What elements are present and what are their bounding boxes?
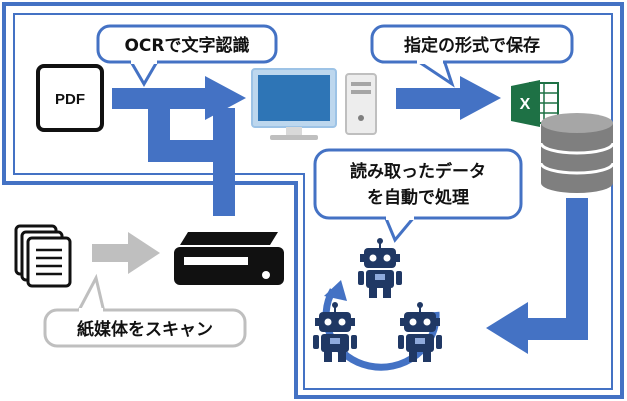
database-icon — [539, 113, 615, 193]
arrow-paper-to-scanner — [92, 232, 160, 274]
callout-ocr: OCRで文字認識 — [96, 24, 278, 87]
callout-process: 読み取ったデータ を自動で処理 — [313, 148, 523, 243]
arrow-database-to-robots — [486, 198, 588, 354]
callout-scan: 紙媒体をスキャン — [43, 273, 247, 348]
arrow-computer-to-excel — [396, 76, 501, 120]
flow-arrows — [112, 76, 588, 354]
callout-save-text: 指定の形式で保存 — [404, 35, 540, 56]
robot-icon — [358, 238, 402, 298]
robot-icon — [398, 302, 442, 362]
callout-scan-text: 紙媒体をスキャン — [77, 319, 213, 340]
callout-ocr-text: OCRで文字認識 — [124, 35, 249, 56]
arrow-pdf-to-computer — [112, 76, 246, 120]
pdf-document-icon: PDF — [36, 64, 104, 132]
callout-save: 指定の形式で保存 — [370, 24, 574, 88]
excel-letter: X — [520, 96, 531, 113]
callout-process-line2: を自動で処理 — [367, 187, 469, 208]
pdf-label: PDF — [55, 91, 85, 108]
paper-documents-icon — [14, 224, 72, 288]
scanner-icon — [174, 232, 284, 285]
callout-process-line1: 読み取ったデータ — [350, 161, 486, 182]
desktop-computer-icon — [251, 68, 377, 140]
robot-icon — [313, 302, 357, 362]
